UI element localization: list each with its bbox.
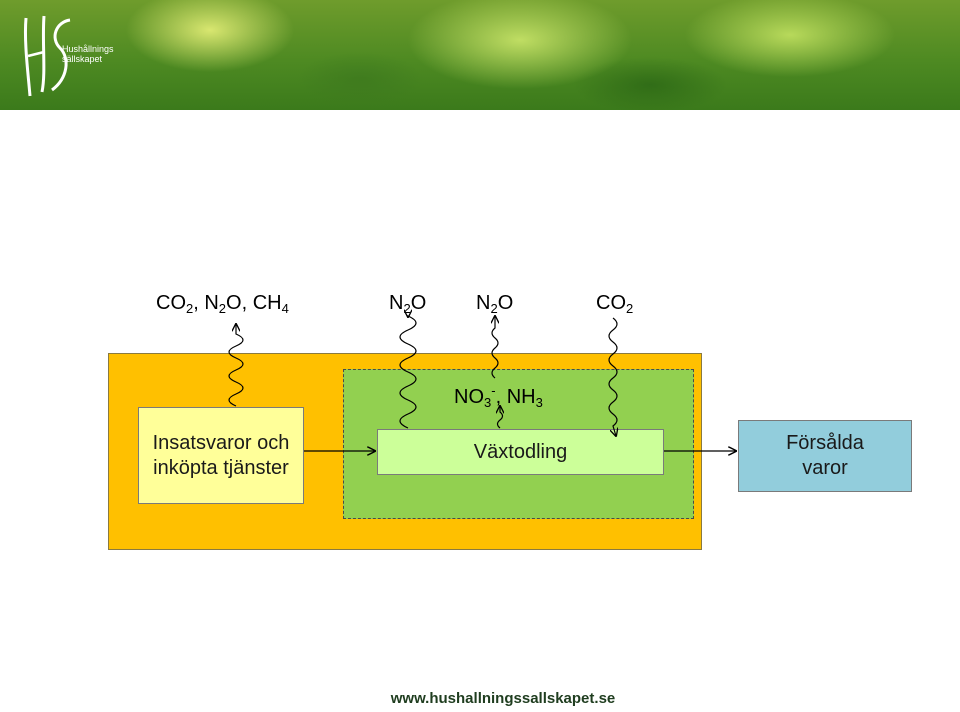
logo-line-2: sällskapet: [62, 54, 103, 64]
emission-label-2: N2O: [389, 292, 427, 316]
emission-wave-3: [492, 316, 498, 379]
logo-wordmark: Hushållnings sällskapet: [62, 44, 114, 64]
inputs-box: Insatsvaror och inköpta tjänster: [138, 407, 304, 504]
hs-logo-icon: [23, 15, 71, 97]
footer-url[interactable]: www.hushallningssallskapet.se: [390, 690, 616, 707]
emission-wave-1: [228, 324, 244, 407]
nutrient-loss-wave: [498, 406, 503, 429]
co2-uptake-wave: [608, 317, 617, 436]
nutrient-loss-label: NO3-, NH3: [454, 383, 543, 410]
logo-line-1: Hushållnings: [62, 44, 114, 54]
sold-goods-label: Försålda varor: [786, 432, 864, 479]
crop-box-label: Växtodling: [473, 440, 568, 463]
inputs-box-label: Insatsvaror och inköpta tjänster: [152, 431, 290, 479]
header-banner: Hushållnings sällskapet: [0, 0, 960, 110]
emission-label-4: CO2: [596, 292, 634, 316]
emission-wave-2: [399, 316, 417, 429]
emission-label-1: CO2, N2O, CH4: [156, 292, 289, 316]
sold-goods-box: Försålda varor: [738, 420, 912, 492]
emission-label-3: N2O: [476, 292, 514, 316]
